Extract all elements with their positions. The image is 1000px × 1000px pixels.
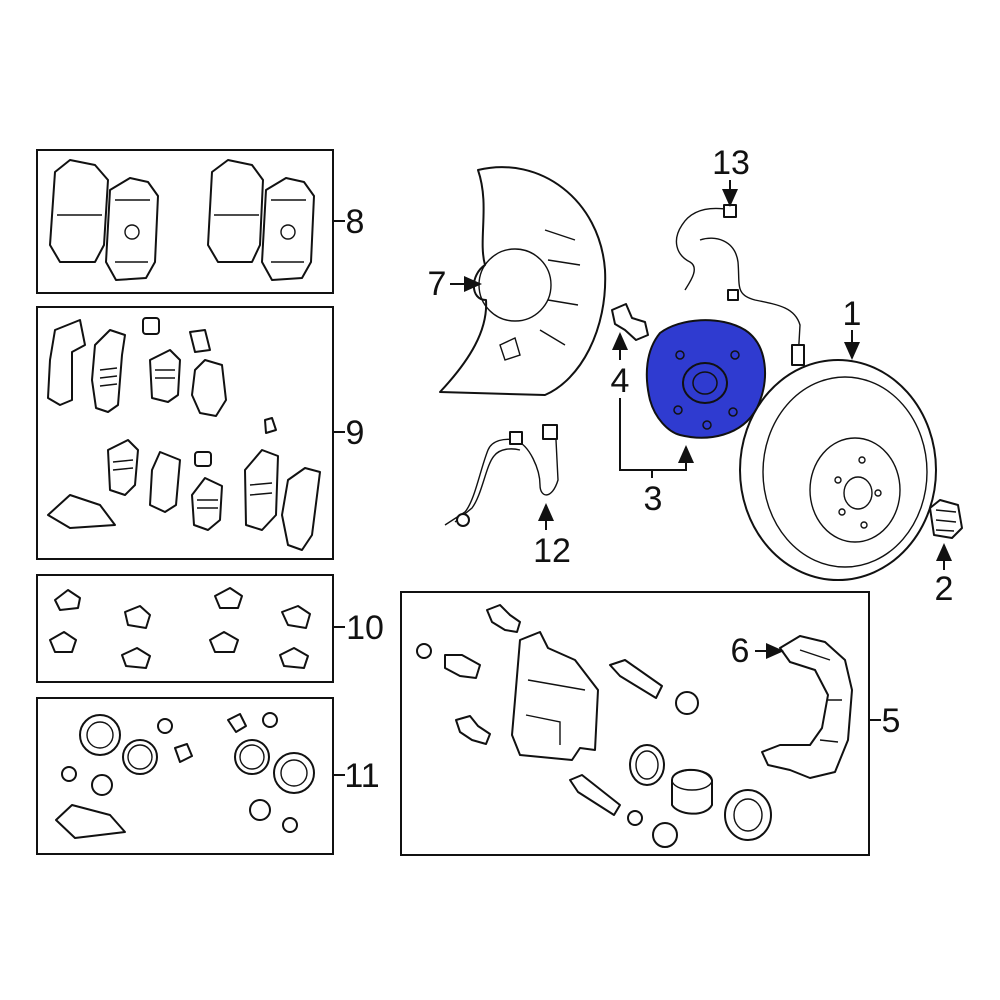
callout-10: 10 [346, 609, 384, 647]
callout-labels: 1 2 3 4 5 6 7 8 9 10 11 12 13 [344, 144, 953, 795]
part-2-lug-nut[interactable] [929, 499, 963, 539]
callout-13: 13 [712, 144, 750, 182]
callout-9: 9 [346, 414, 365, 452]
box-11-caliper-seal-kit[interactable] [36, 697, 345, 855]
box-5-caliper-assembly[interactable] [400, 591, 881, 856]
callout-6: 6 [731, 632, 750, 670]
part-3-hub-bearing[interactable] [645, 319, 767, 439]
part-13-abs-sensor[interactable] [675, 204, 805, 366]
callout-12: 12 [533, 532, 571, 570]
part-6-caliper-bracket[interactable] [761, 635, 853, 779]
part-7-dust-shield[interactable] [439, 166, 607, 396]
box-10-anti-rattle-clips[interactable] [36, 574, 345, 683]
part-12-brake-hose[interactable] [444, 424, 559, 527]
callout-11: 11 [344, 757, 379, 795]
leader-lines [450, 180, 952, 659]
callout-2: 2 [935, 570, 954, 608]
box-8-brake-pads[interactable] [36, 149, 345, 294]
callout-1: 1 [843, 295, 862, 333]
box-9-pad-hardware-kit[interactable] [36, 306, 345, 560]
part-1-brake-rotor[interactable] [739, 359, 937, 581]
callout-4: 4 [611, 362, 630, 400]
callout-3: 3 [644, 480, 663, 518]
callout-8: 8 [346, 203, 365, 241]
callout-7: 7 [428, 265, 447, 303]
callout-5: 5 [882, 702, 901, 740]
part-4-hub-bolt[interactable] [611, 303, 649, 341]
